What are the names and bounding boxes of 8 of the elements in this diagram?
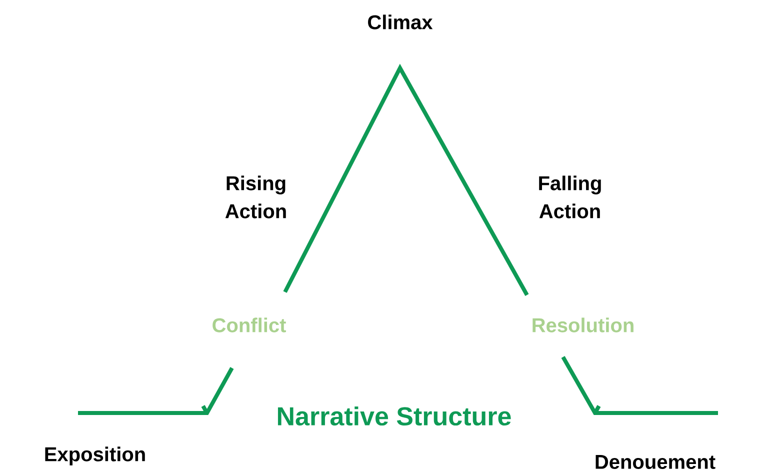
label: Exposition — [45, 446, 145, 466]
label: Climax — [368, 14, 433, 30]
label: Rising Action — [225, 176, 286, 218]
label: Resolution — [532, 318, 634, 332]
title: Narrative Structure — [272, 403, 516, 429]
label: Falling Action — [539, 176, 601, 218]
label: Conflict — [212, 318, 286, 332]
label: Denouement — [596, 455, 716, 469]
